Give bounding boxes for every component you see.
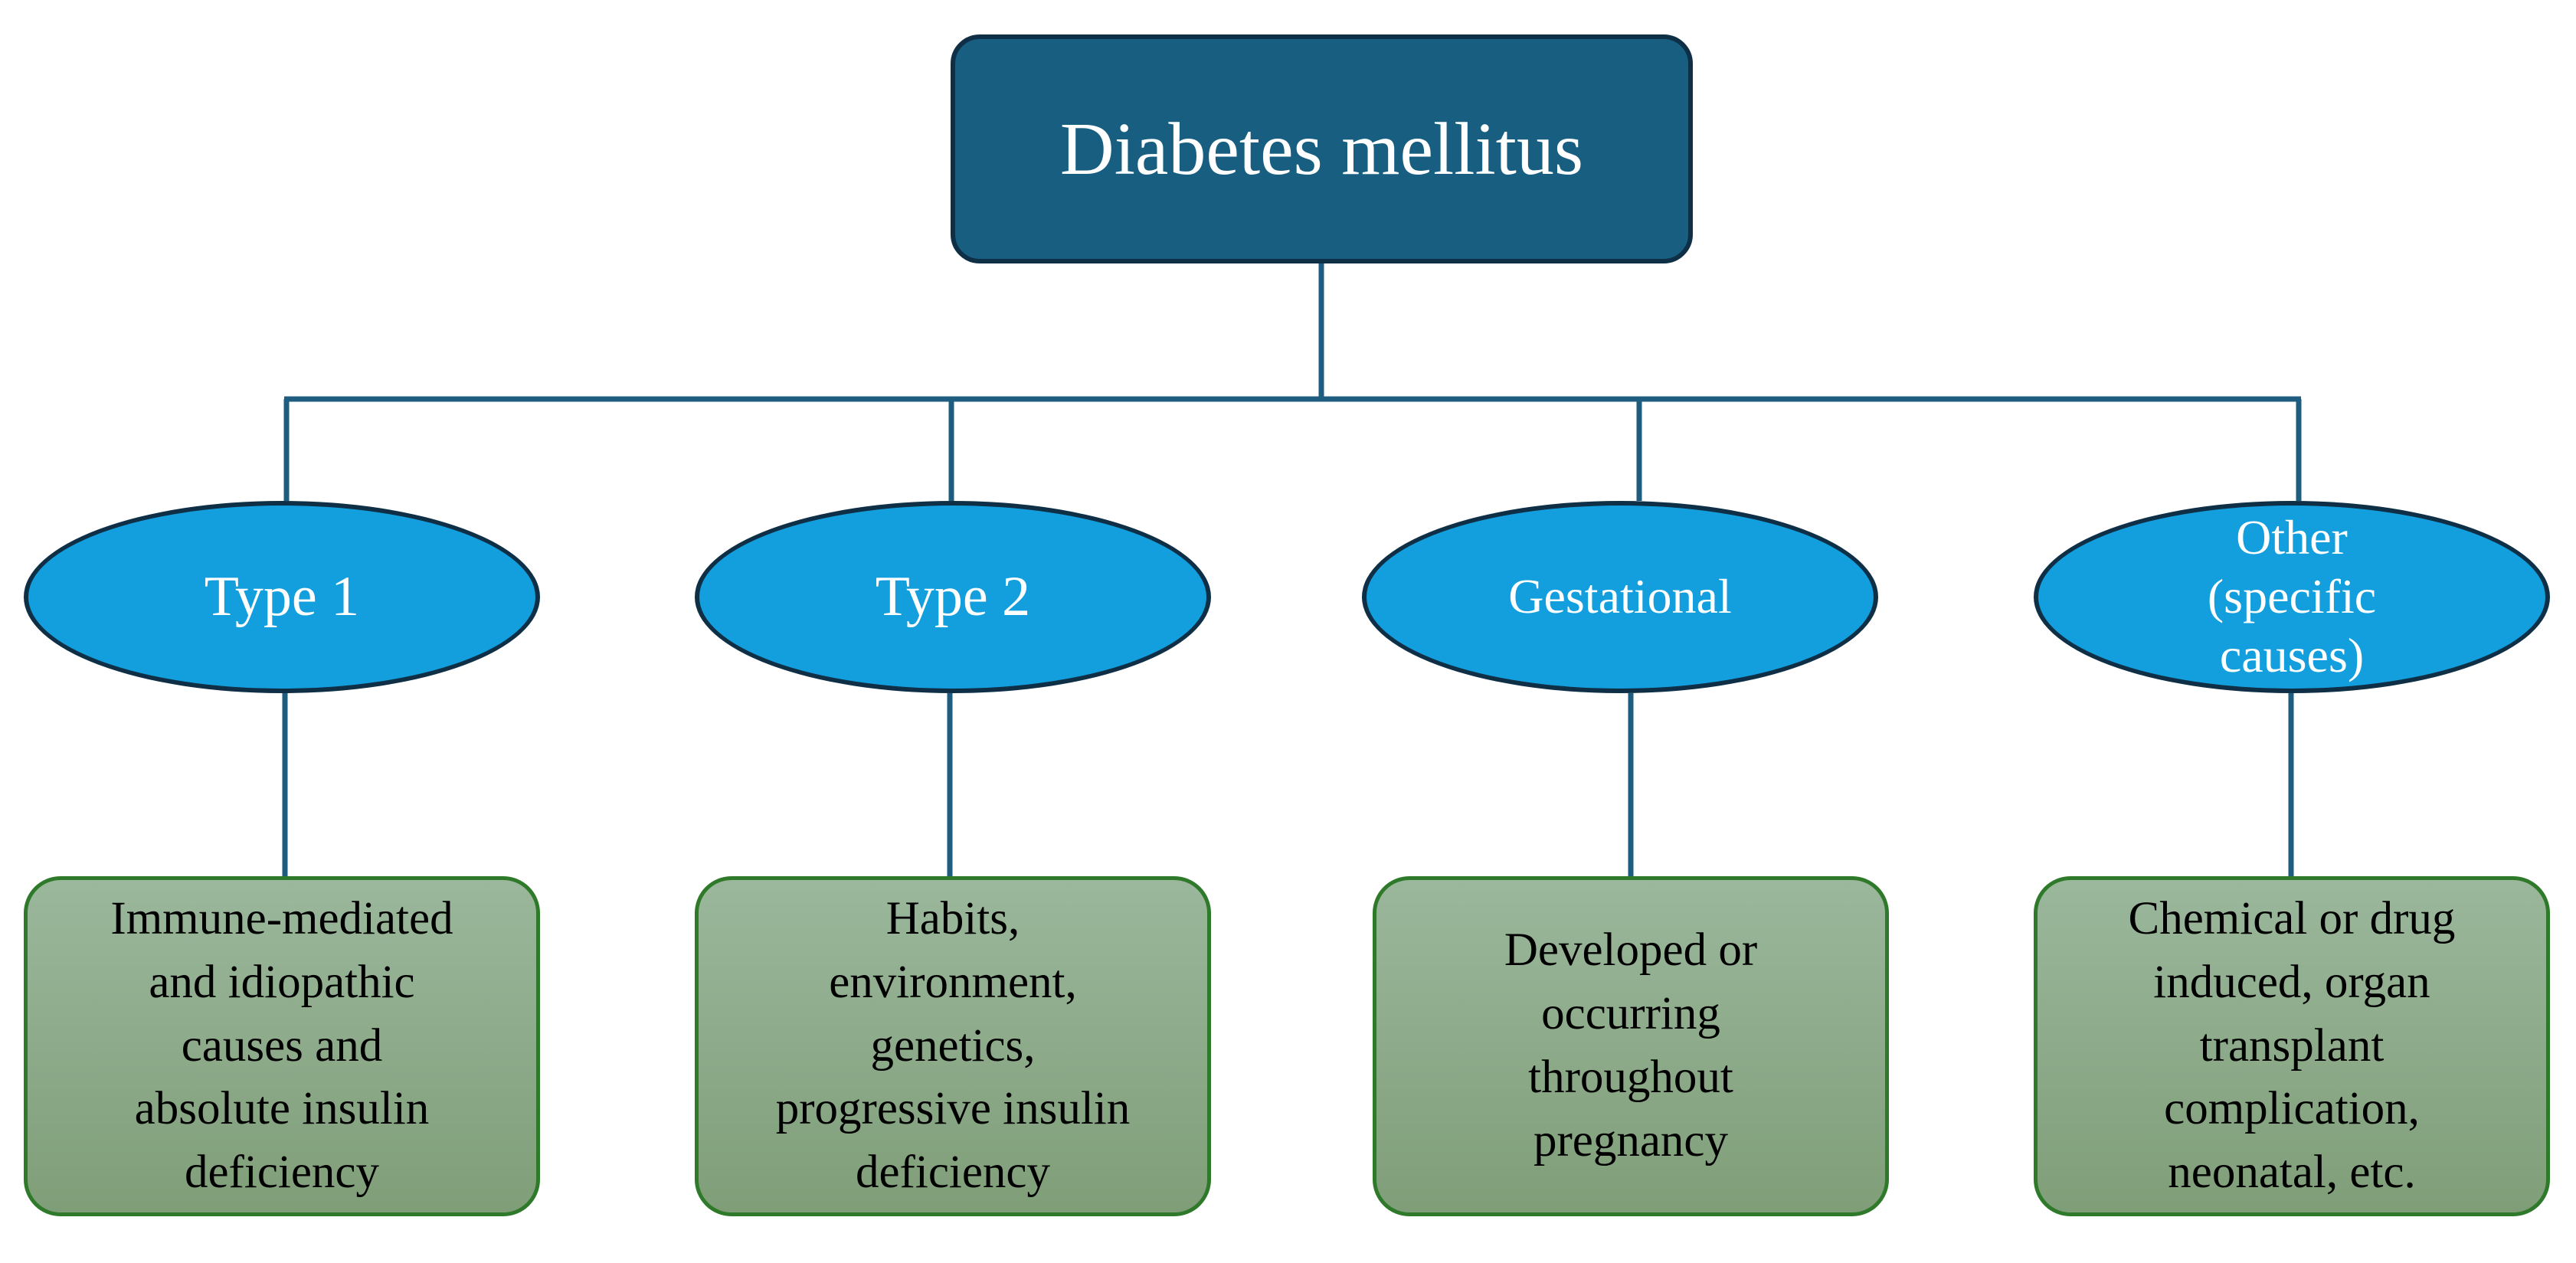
description-line: deficiency bbox=[855, 1147, 1050, 1199]
type-1-description-card: Immune-mediated and idiopathic causes an… bbox=[24, 876, 540, 1216]
description-line: Developed or bbox=[1504, 924, 1758, 977]
other-description-card: Chemical or drug induced, organ transpla… bbox=[2034, 876, 2550, 1216]
description-line: progressive insulin bbox=[775, 1083, 1131, 1135]
root-label: Diabetes mellitus bbox=[1059, 107, 1584, 191]
description-line: and idiopathic bbox=[149, 956, 415, 1008]
other-label-line: Other bbox=[2236, 510, 2348, 565]
description-line: deficiency bbox=[184, 1147, 379, 1199]
description-line: transplant bbox=[2199, 1019, 2385, 1072]
description-line: occurring bbox=[1541, 988, 1720, 1040]
description-line: Habits, bbox=[885, 892, 1020, 944]
other-label-line: causes) bbox=[2219, 627, 2365, 682]
type-2-description-card: Habits, environment, genetics, progressi… bbox=[695, 876, 1211, 1216]
other-label-line: (specific bbox=[2207, 569, 2377, 624]
description-line: causes and bbox=[181, 1019, 383, 1072]
gestational-description-card: Developed or occurring throughout pregna… bbox=[1373, 876, 1889, 1216]
gestational-label: Gestational bbox=[1508, 569, 1732, 624]
root-node: Diabetes mellitus bbox=[951, 34, 1693, 263]
type-2-node: Type 2 bbox=[695, 501, 1211, 693]
description-line: neonatal, etc. bbox=[2168, 1147, 2416, 1199]
type-1-node: Type 1 bbox=[24, 501, 540, 693]
description-line: pregnancy bbox=[1533, 1114, 1729, 1166]
description-line: Chemical or drug bbox=[2128, 892, 2456, 944]
gestational-node: Gestational bbox=[1362, 501, 1878, 693]
description-line: throughout bbox=[1528, 1052, 1733, 1103]
description-line: absolute insulin bbox=[134, 1083, 430, 1135]
description-line: Immune-mediated bbox=[110, 892, 453, 944]
type-1-label: Type 1 bbox=[204, 565, 360, 628]
type-2-label: Type 2 bbox=[875, 565, 1031, 628]
description-line: induced, organ bbox=[2153, 956, 2430, 1008]
description-line: genetics, bbox=[870, 1019, 1036, 1072]
description-line: complication, bbox=[2164, 1083, 2420, 1135]
other-node: Other (specific causes) bbox=[2034, 501, 2550, 693]
description-line: environment, bbox=[829, 956, 1077, 1008]
